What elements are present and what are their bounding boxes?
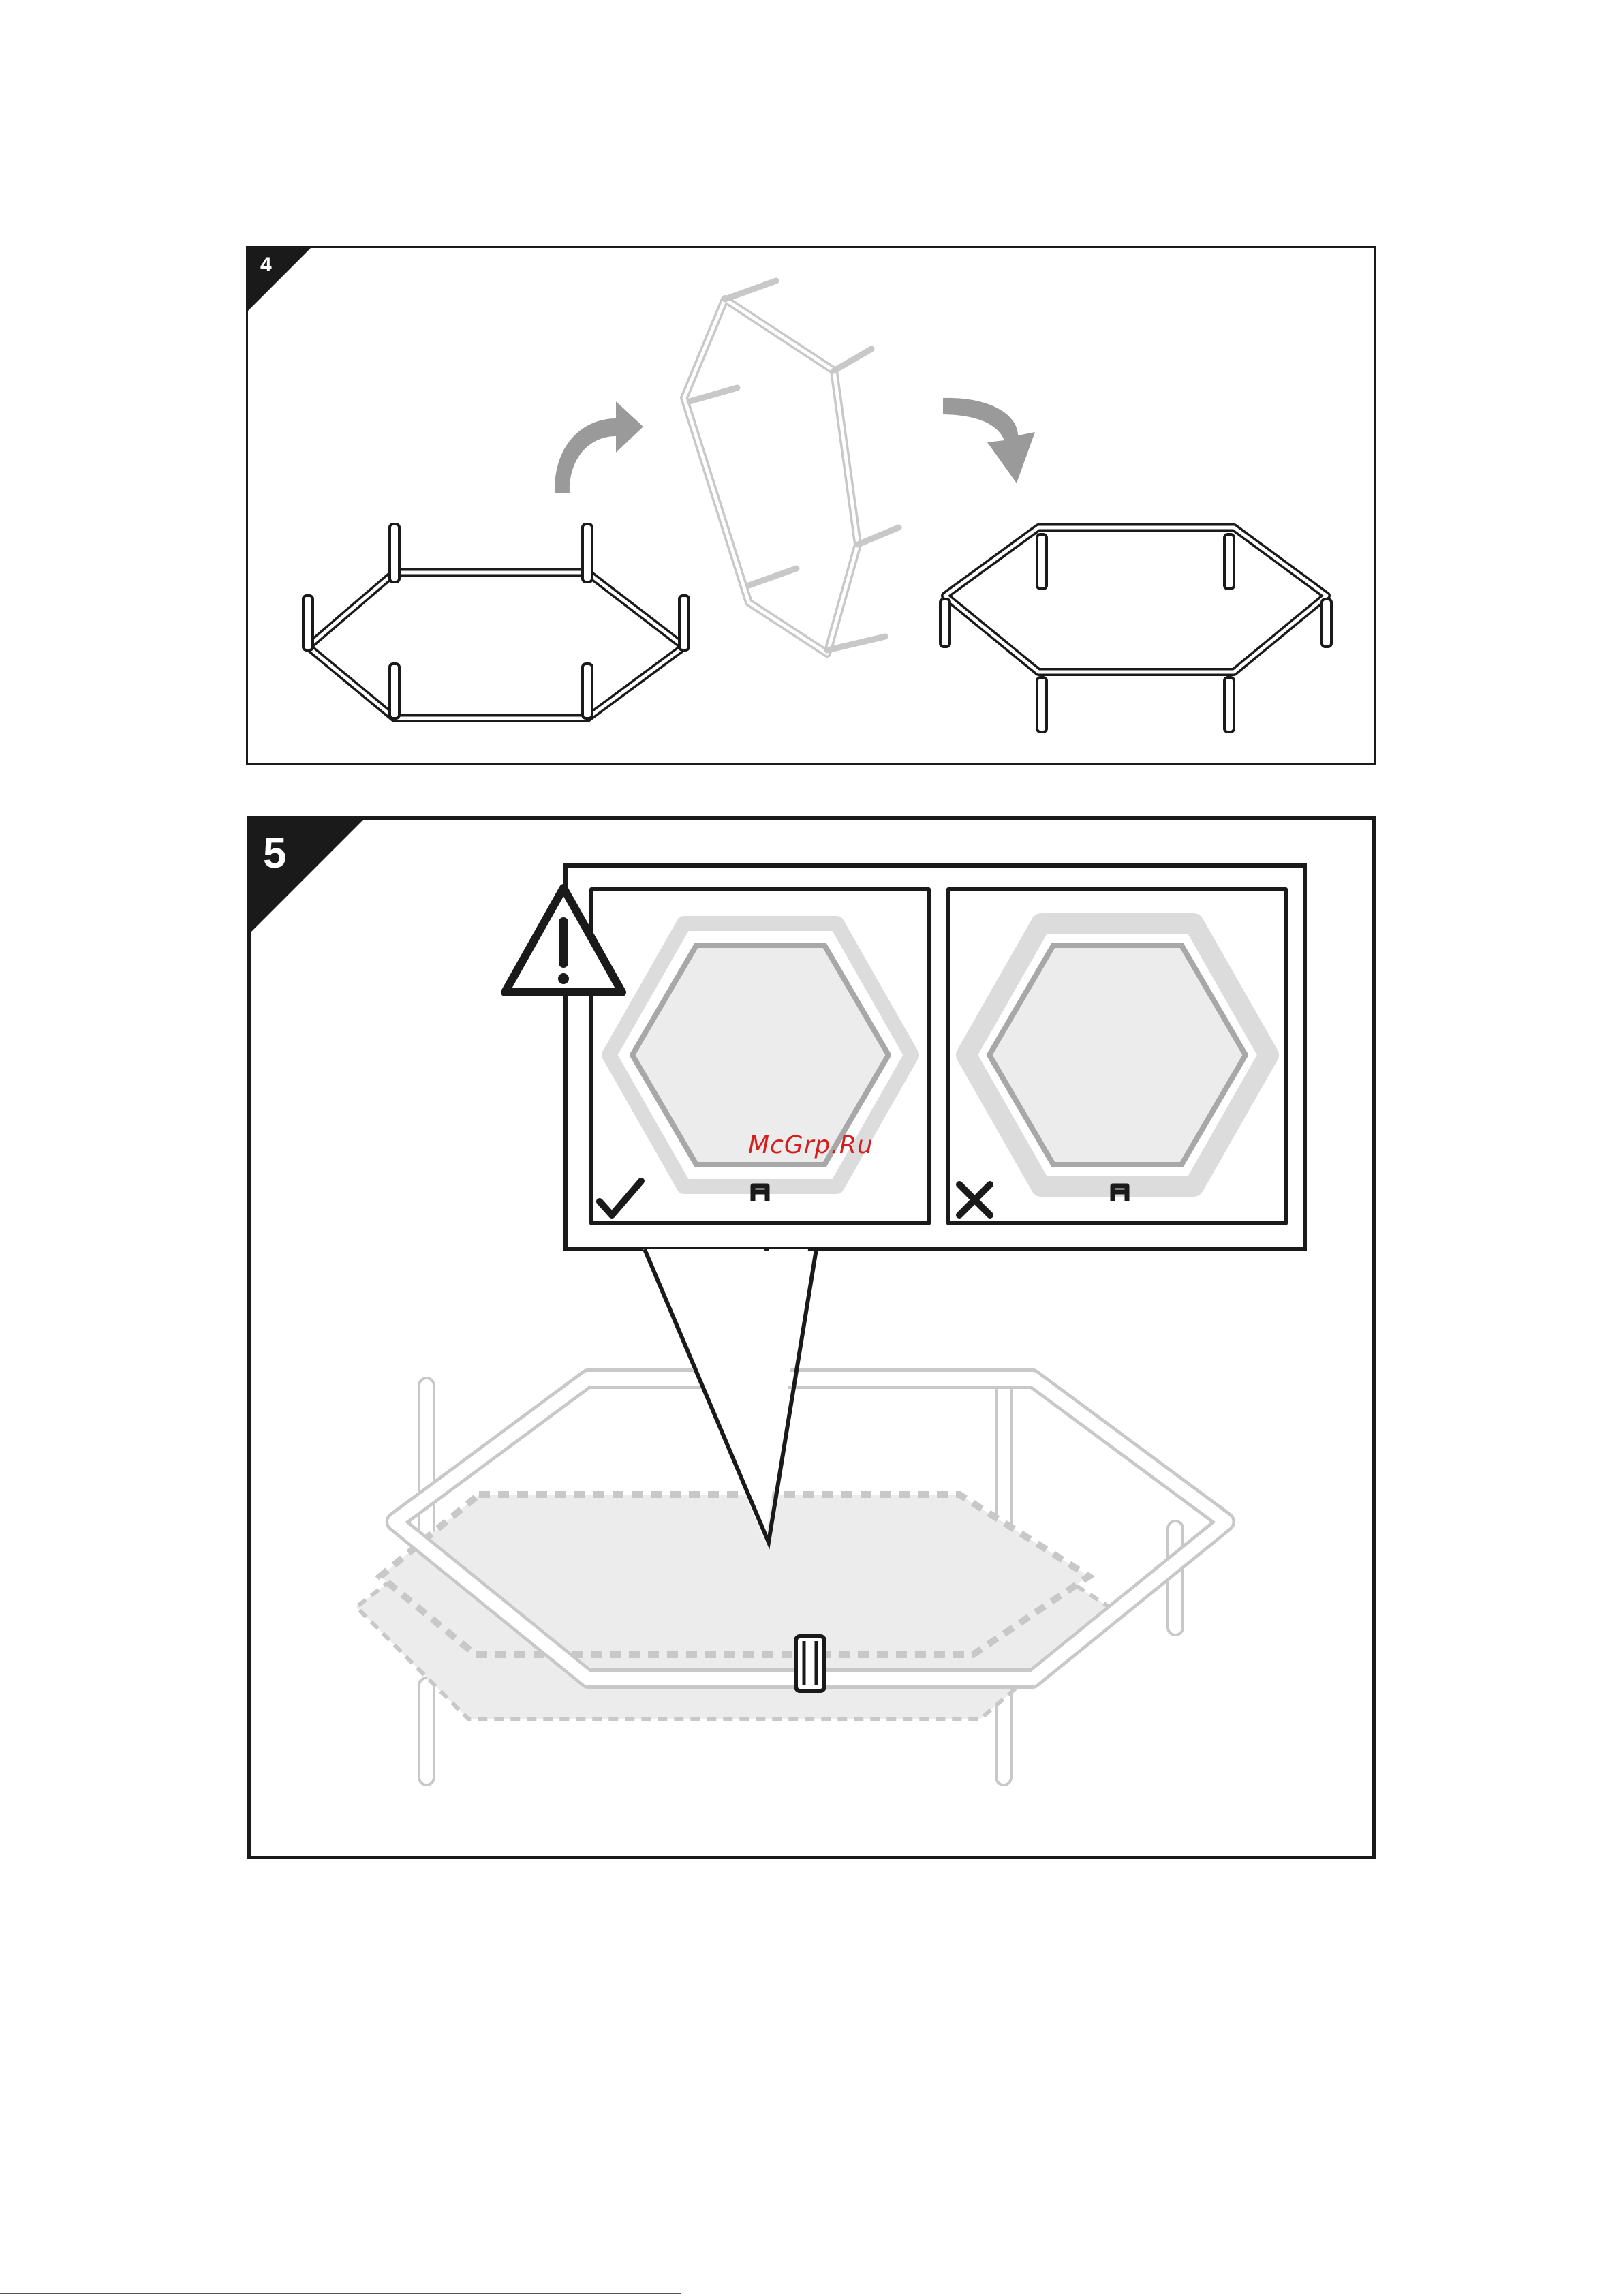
step-5-panel: 5 xyxy=(247,816,1376,1859)
step-4-panel: 4 xyxy=(246,246,1376,765)
correct-example xyxy=(591,889,929,1223)
legs-flipping xyxy=(690,281,899,650)
curved-arrow-icon xyxy=(943,398,1035,483)
incorrect-example xyxy=(948,889,1286,1223)
mat xyxy=(380,1495,1089,1655)
frame-upside-down xyxy=(308,572,684,718)
curved-arrow-icon xyxy=(555,401,643,493)
step-5-illustration xyxy=(251,820,1372,1856)
frame-upright xyxy=(945,527,1327,672)
legs-down xyxy=(940,599,1331,732)
watermark-text: McGrp.Ru xyxy=(748,1131,874,1159)
step-4-illustration xyxy=(248,248,1378,767)
page-footer-rule xyxy=(0,2293,681,2294)
frame-flipping xyxy=(684,299,858,654)
trampoline xyxy=(356,1379,1226,1777)
leg-handle-icon xyxy=(796,1636,824,1691)
legs-down-back xyxy=(1037,534,1234,589)
